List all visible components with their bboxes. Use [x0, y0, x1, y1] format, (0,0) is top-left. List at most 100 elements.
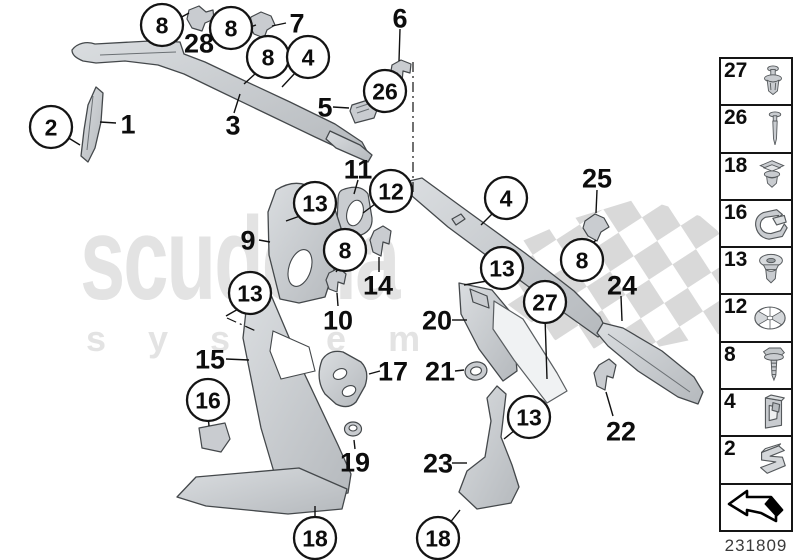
- callout-circle-8[interactable]: 8: [322, 227, 368, 273]
- sidebar-row-fastener-2[interactable]: 2: [721, 437, 791, 485]
- sidebar-row-fastener-4[interactable]: 4: [721, 390, 791, 438]
- callout-circle-26[interactable]: 26: [362, 68, 408, 114]
- fastener-quantity-label: 2: [724, 437, 736, 461]
- hex-bolt-icon: [756, 344, 790, 386]
- callout-number: 8: [156, 12, 169, 38]
- expansion-pin-icon: [760, 107, 790, 151]
- part-rail-trim-tail: [325, 130, 373, 163]
- callout-number-21[interactable]: 21: [425, 357, 455, 387]
- callout-circle-12[interactable]: 12: [368, 168, 414, 214]
- callout-circle-13[interactable]: 13: [227, 270, 273, 316]
- fastener-quantity-label: 26: [724, 106, 748, 130]
- belt-bezel-opening: [346, 199, 364, 227]
- leader-line: [225, 358, 250, 361]
- callout-number-25[interactable]: 25: [582, 164, 612, 194]
- part-bracket-14: [369, 225, 392, 257]
- callout-number-28[interactable]: 28: [184, 29, 214, 59]
- leader-line: [336, 292, 339, 307]
- sidebar-row-fastener-8[interactable]: 8: [721, 343, 791, 391]
- c-pillar-clip-detail: [469, 288, 490, 309]
- section-divider-line: [226, 317, 259, 333]
- leader-line: [362, 203, 376, 214]
- callout-number: 27: [532, 289, 558, 315]
- leader-line: [595, 189, 598, 214]
- leader-line: [368, 370, 381, 375]
- leader-line: [332, 106, 350, 109]
- callout-ring: [479, 245, 525, 291]
- callout-number: 13: [302, 190, 328, 216]
- callout-circle-4[interactable]: 4: [285, 34, 331, 80]
- grommet-21-hole: [470, 366, 482, 376]
- callout-number: 8: [576, 247, 589, 273]
- callout-circle-13[interactable]: 13: [479, 245, 525, 291]
- callout-ring: [506, 394, 552, 440]
- callout-number: 13: [489, 255, 515, 281]
- callout-ring: [208, 5, 254, 51]
- part-sill-foot-plate: [176, 467, 348, 515]
- leader-line: [353, 179, 359, 195]
- callout-circle-8[interactable]: 8: [245, 34, 291, 80]
- callout-ring: [285, 34, 331, 80]
- sidebar-row-fastener-13[interactable]: 13: [721, 248, 791, 296]
- grommet-19-hole: [348, 424, 358, 432]
- callout-circle-13[interactable]: 13: [506, 394, 552, 440]
- sidebar-row-fastener-26[interactable]: 26: [721, 106, 791, 154]
- leader-line: [258, 239, 271, 243]
- part-foot-bracket-16: [198, 422, 231, 453]
- callout-number-7[interactable]: 7: [289, 9, 304, 39]
- callout-circle-8[interactable]: 8: [208, 5, 254, 51]
- callout-number-19[interactable]: 19: [340, 448, 370, 478]
- callout-circle-8[interactable]: 8: [559, 237, 605, 283]
- callout-number-23[interactable]: 23: [423, 449, 453, 479]
- callout-ring: [185, 377, 231, 423]
- leader-line: [463, 280, 488, 286]
- star-washer-icon: [750, 301, 790, 335]
- part-clip-25: [582, 213, 610, 242]
- rivet-icon: [756, 61, 790, 103]
- callout-circle-4[interactable]: 4: [483, 175, 529, 221]
- callout-ring: [368, 168, 414, 214]
- callout-number-20[interactable]: 20: [422, 306, 452, 336]
- callout-number-10[interactable]: 10: [323, 306, 353, 336]
- sidebar-row-fastener-12[interactable]: 12: [721, 295, 791, 343]
- leader-line: [398, 28, 401, 62]
- callout-number-24[interactable]: 24: [607, 271, 637, 301]
- callout-circle-2[interactable]: 2: [28, 104, 74, 150]
- callout-ring: [362, 68, 408, 114]
- callout-number: 4: [500, 185, 513, 211]
- callout-ring: [559, 237, 605, 283]
- callout-number-17[interactable]: 17: [378, 357, 408, 387]
- callout-number-6[interactable]: 6: [392, 4, 407, 34]
- leader-line: [99, 121, 117, 124]
- callout-number: 8: [225, 15, 238, 41]
- sidebar-row-fastener-27[interactable]: 27: [721, 59, 791, 107]
- callout-circle-18[interactable]: 18: [415, 515, 461, 560]
- callout-ring: [28, 104, 74, 150]
- fastener-quantity-label: 18: [724, 153, 748, 177]
- callout-circle-18[interactable]: 18: [292, 515, 338, 560]
- callout-number-15[interactable]: 15: [195, 345, 225, 375]
- callout-circle-16[interactable]: 16: [185, 377, 231, 423]
- callout-circle-8[interactable]: 8: [139, 2, 185, 48]
- callout-number-5[interactable]: 5: [317, 93, 332, 123]
- callout-number-3[interactable]: 3: [225, 111, 240, 141]
- callout-number-1[interactable]: 1: [120, 110, 135, 140]
- callout-circle-13[interactable]: 13: [292, 180, 338, 226]
- sidebar-row-fastener-18[interactable]: 18: [721, 154, 791, 201]
- callout-number-22[interactable]: 22: [606, 417, 636, 447]
- sidebar-row-fastener-16[interactable]: 16: [721, 201, 791, 249]
- fastener-quantity-label: 13: [724, 248, 748, 272]
- callout-number-11[interactable]: 11: [344, 155, 373, 185]
- callout-circle-27[interactable]: 27: [522, 279, 568, 325]
- callout-number: 13: [516, 404, 542, 430]
- callout-ring: [483, 175, 529, 221]
- callout-number: 18: [302, 525, 328, 551]
- callout-number-9[interactable]: 9: [240, 226, 255, 256]
- callout-number-14[interactable]: 14: [363, 271, 393, 301]
- b-pillar-belt-opening: [287, 249, 313, 287]
- clip-nut-icon: [756, 392, 790, 434]
- sidebar-row-turn-arrow[interactable]: [721, 485, 791, 530]
